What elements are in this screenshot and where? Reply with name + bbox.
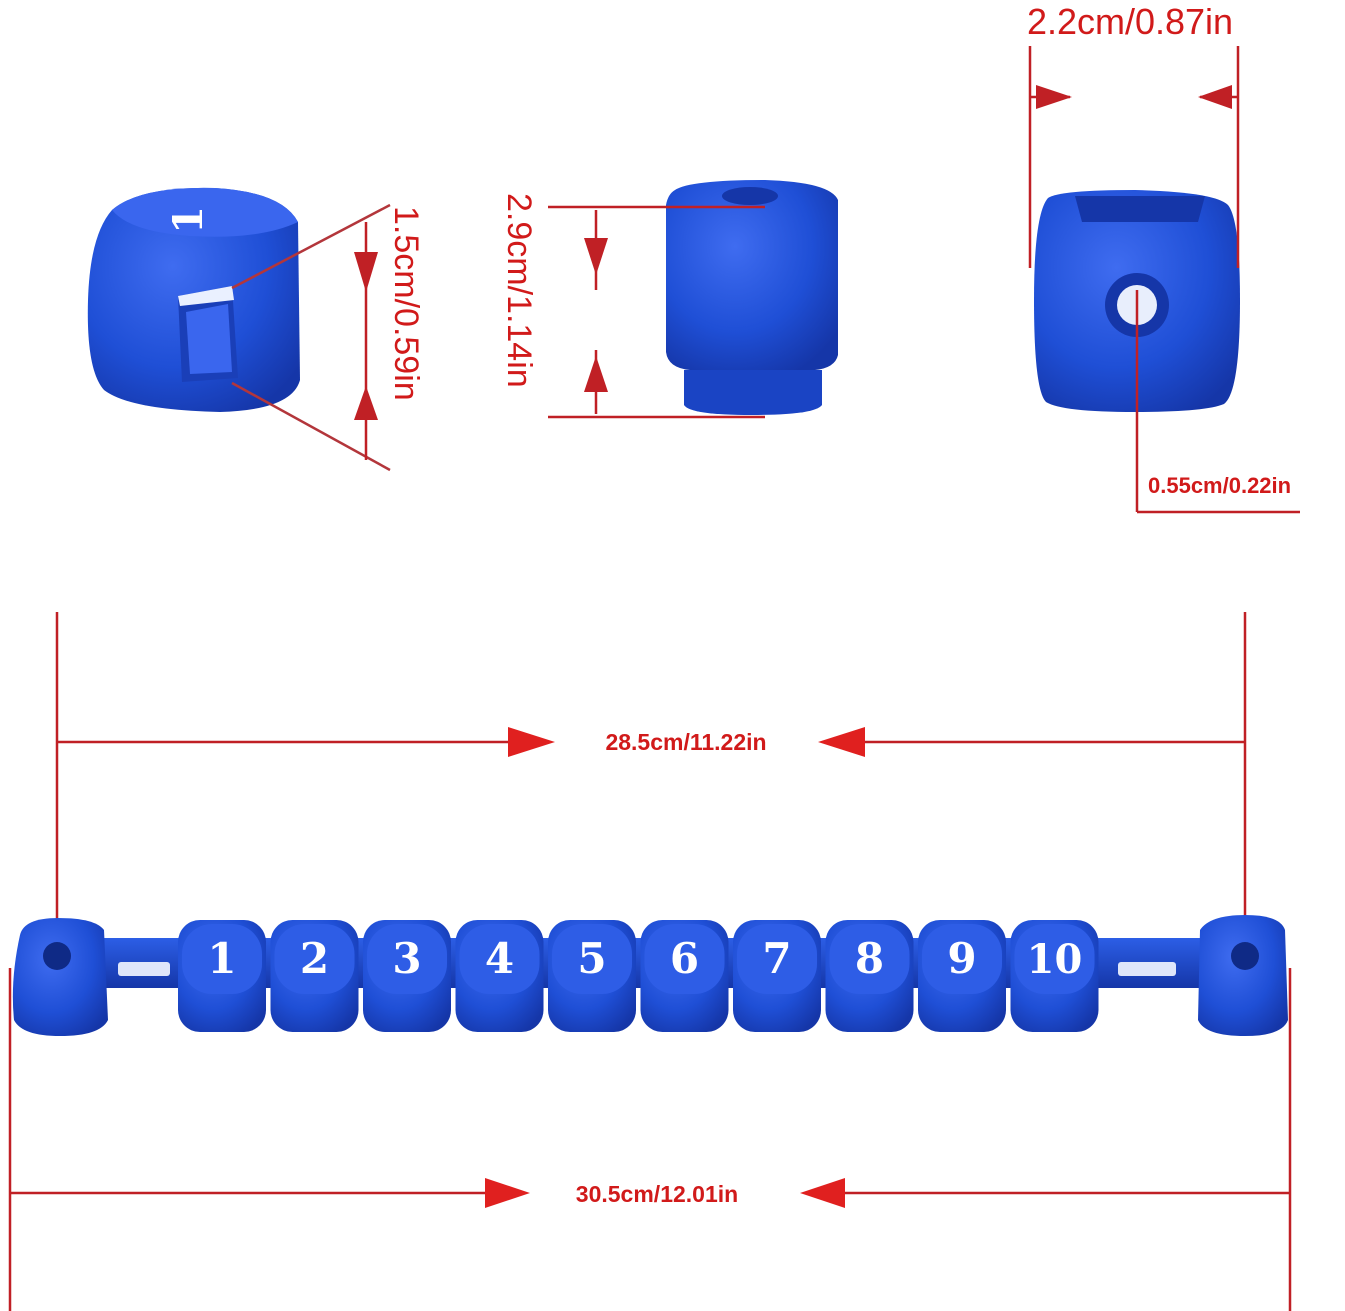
hole-diameter-dimension-label: 0.55cm/0.22in	[1148, 473, 1291, 498]
score-bead-number: 2	[300, 934, 329, 983]
score-bead-number: 8	[855, 934, 884, 983]
score-bead-number: 10	[1027, 936, 1083, 983]
die-top-face	[112, 187, 298, 237]
score-bead: 9	[918, 920, 1006, 1032]
score-bar-left-hole	[43, 942, 71, 970]
bead-top-hole	[722, 187, 778, 205]
inner-length-dimension-label: 28.5cm/11.22in	[605, 729, 766, 755]
score-bead-face	[829, 924, 910, 994]
bead-bottom-collar	[684, 370, 822, 415]
total-length-dimension-label: 30.5cm/12.01in	[576, 1181, 738, 1207]
bead-side-view	[666, 180, 838, 415]
cube-face-dimension-label: 1.5cm/0.59in	[387, 206, 425, 401]
bead-height-dimension-label: 2.9cm/1.14in	[500, 193, 538, 388]
bead-width-dimension: 2.2cm/0.87in	[1027, 1, 1240, 268]
total-length-dimension: 30.5cm/12.01in	[8, 968, 1292, 1311]
score-bead-face	[274, 924, 355, 994]
score-bead-number: 1	[207, 934, 236, 983]
score-bead-number: 4	[485, 934, 514, 983]
die-top-number: 1	[165, 206, 212, 234]
score-bead-face	[737, 924, 817, 994]
score-bar-right-cap	[1198, 915, 1288, 1036]
bead-height-dimension: 2.9cm/1.14in	[500, 193, 765, 419]
score-bead: 2	[270, 920, 359, 1032]
score-bead-number: 6	[670, 934, 699, 983]
score-bead-number: 3	[392, 934, 421, 983]
hole-diameter-dimension: 0.55cm/0.22in	[1135, 290, 1300, 514]
score-bead-face	[182, 924, 262, 994]
score-bar-left-slot	[118, 962, 170, 976]
score-bead-face	[367, 924, 447, 994]
score-bar-right-hole	[1231, 942, 1259, 970]
score-bead: 6	[640, 920, 729, 1032]
score-bead-face	[644, 924, 725, 994]
score-bead: 10	[1010, 920, 1099, 1032]
score-bead-face	[552, 924, 632, 994]
score-bar: 1 2 3 4 5 6 7 8 9 10	[12, 915, 1288, 1036]
score-bar-right-slot	[1118, 962, 1176, 976]
score-bead: 8	[825, 920, 914, 1032]
score-bead-face	[459, 924, 540, 994]
score-bead: 4	[455, 920, 544, 1032]
die-cube-view: 1	[87, 187, 300, 412]
score-bead: 1	[178, 920, 266, 1032]
score-bar-left-cap	[12, 918, 109, 1036]
score-bead: 3	[363, 920, 451, 1032]
score-bead-number: 5	[577, 934, 606, 983]
cube-face-dimension: 1.5cm/0.59in	[231, 203, 425, 472]
score-bead-number: 9	[947, 934, 976, 983]
score-bead-face	[1014, 924, 1095, 994]
score-bead-number: 7	[762, 934, 791, 983]
score-bead: 5	[548, 920, 636, 1032]
die-hole-inner	[186, 304, 232, 374]
score-beads: 1 2 3 4 5 6 7 8 9 10	[178, 920, 1099, 1032]
score-bead-face	[922, 924, 1002, 994]
score-bead: 7	[733, 920, 821, 1032]
bead-body	[666, 180, 838, 370]
bead-width-dimension-label: 2.2cm/0.87in	[1027, 1, 1233, 42]
bead-front-top-slot	[1075, 196, 1205, 222]
die-hole-highlight	[178, 286, 234, 306]
inner-length-dimension: 28.5cm/11.22in	[55, 612, 1247, 960]
